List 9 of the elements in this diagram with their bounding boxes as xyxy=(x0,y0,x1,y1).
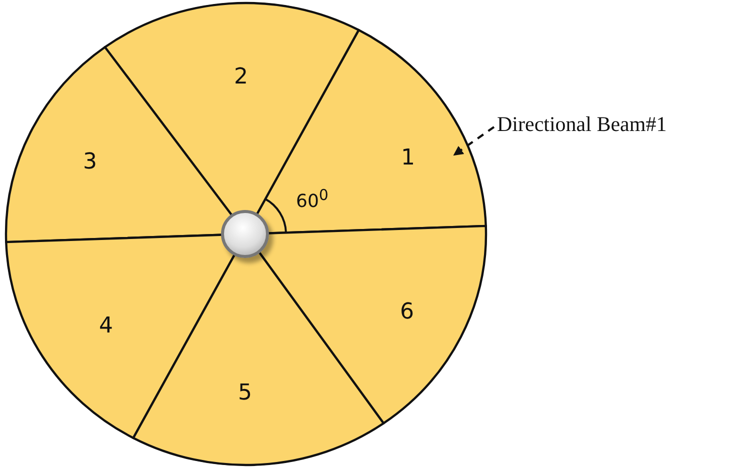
sector-number: 4 xyxy=(99,314,113,338)
sector-number: 6 xyxy=(400,300,414,324)
sector-number: 3 xyxy=(83,150,97,174)
angle-label: 60$^{0}$ xyxy=(296,186,328,212)
sector-number: 5 xyxy=(238,380,252,406)
dashed-arrow xyxy=(453,126,495,156)
beam-label: Directional Beam#1 xyxy=(497,112,667,137)
sector-number: 2 xyxy=(234,64,248,90)
sector-number: 1 xyxy=(401,146,415,170)
